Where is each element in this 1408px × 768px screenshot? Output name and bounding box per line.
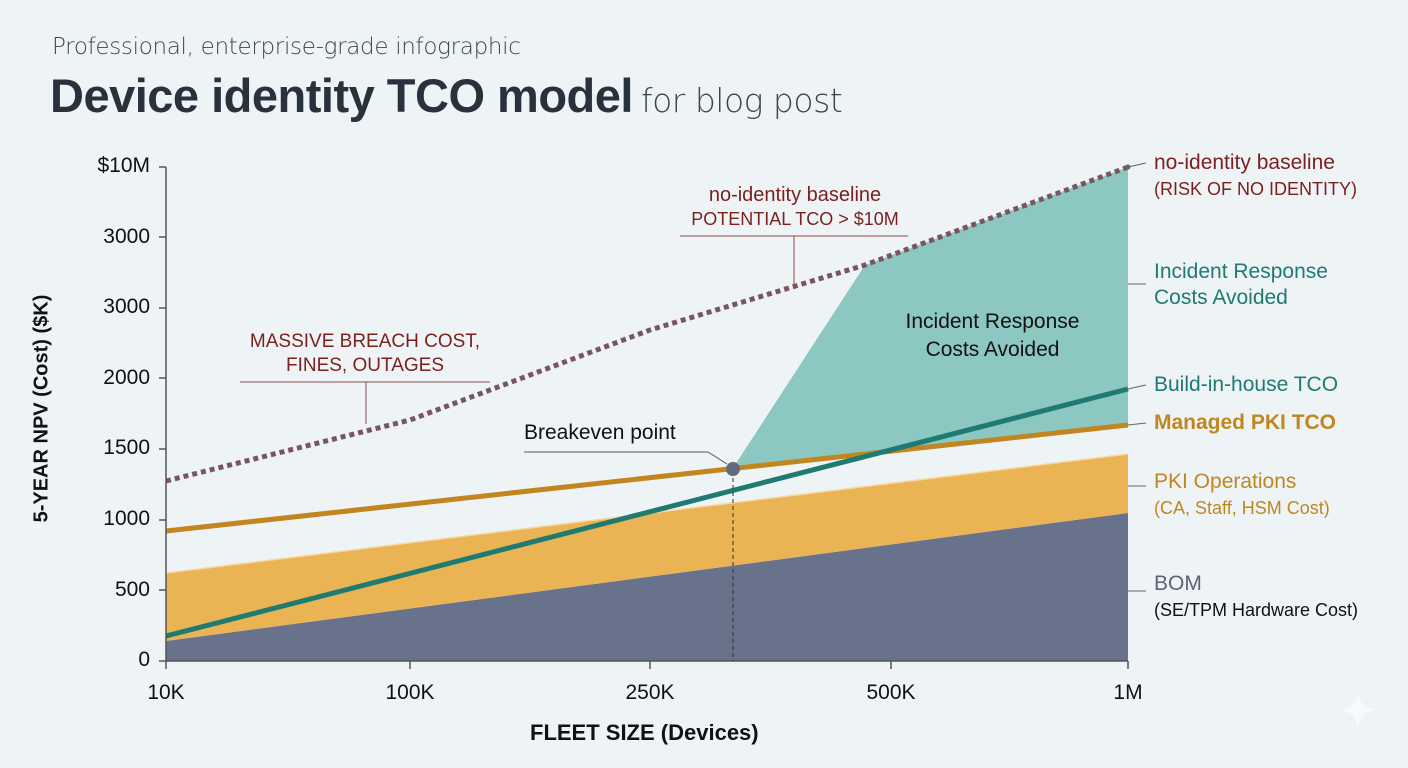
y-tick: 1500 (103, 436, 150, 459)
legend-pki-operations: PKI Operations(CA, Staff, HSM Cost) (1154, 470, 1330, 518)
y-tick: $10M (97, 154, 150, 177)
bom-area (166, 513, 1128, 661)
x-tick: 250K (625, 681, 675, 704)
x-axis-label: FLEET SIZE (Devices) (530, 720, 759, 745)
x-tick: 10K (147, 681, 185, 704)
x-tick: 1M (1113, 681, 1143, 704)
breach-annotation: MASSIVE BREACH COST,FINES, OUTAGES (249, 331, 481, 376)
sparkle-icon (1340, 692, 1376, 728)
y-tick: 0 (138, 648, 150, 671)
managed-pki-line (165, 422, 1129, 534)
legend-baseline: no-identity baseline(RISK OF NO IDENTITY… (1154, 151, 1358, 199)
y-axis-label: 5-YEAR NPV (Cost) ($K) (30, 294, 53, 523)
build-in-house-line (165, 386, 1129, 639)
x-tick: 500K (866, 681, 916, 704)
breakeven-point (726, 462, 740, 476)
pki-ops-area (166, 454, 1128, 641)
x-tick: 100K (385, 681, 435, 704)
y-tick: 3000 (103, 225, 150, 248)
y-tick: 500 (114, 578, 150, 601)
legend-build-in-house: Build-in-house TCO (1154, 373, 1339, 396)
title-main: Device identity TCO model (50, 69, 633, 122)
incident-response-area (733, 167, 1128, 468)
y-tick: 2000 (103, 366, 150, 389)
breakeven-label: Breakeven point (524, 421, 676, 444)
y-tick: 1000 (103, 507, 150, 530)
y-tick: 3000 (103, 295, 150, 318)
no-identity-baseline-line (165, 164, 1129, 484)
subtitle: Professional, enterprise-grade infograph… (52, 34, 521, 60)
legend-managed-pki: Managed PKI TCO (1154, 411, 1337, 434)
legend-bom: BOM(SE/TPM Hardware Cost) (1154, 572, 1359, 620)
title-suffix: for blog post (640, 81, 843, 120)
